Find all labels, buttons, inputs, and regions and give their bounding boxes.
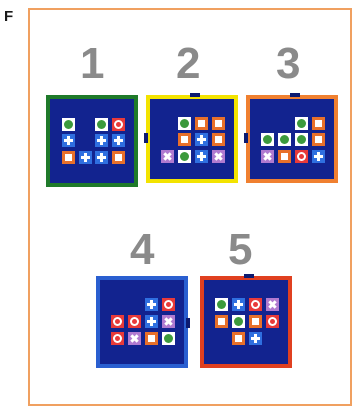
purple-x-tile bbox=[212, 150, 225, 163]
green-circle-tile bbox=[62, 118, 75, 131]
orange-square-tile bbox=[312, 133, 325, 146]
card-notch bbox=[244, 133, 248, 143]
purple-x-tile bbox=[261, 150, 274, 163]
blue-plus-tile bbox=[145, 315, 158, 328]
card-notch bbox=[190, 93, 200, 97]
blue-plus-tile bbox=[195, 150, 208, 163]
red-ring-tile bbox=[295, 150, 308, 163]
pattern-card-5 bbox=[200, 276, 292, 368]
pattern-card-4 bbox=[96, 276, 188, 368]
green-circle-tile bbox=[162, 332, 175, 345]
red-ring-tile bbox=[162, 298, 175, 311]
pattern-card-3 bbox=[246, 95, 338, 183]
blue-plus-tile bbox=[249, 332, 262, 345]
card-number-1: 1 bbox=[80, 42, 104, 86]
green-circle-tile bbox=[215, 298, 228, 311]
pattern-card-2 bbox=[146, 95, 238, 183]
red-ring-tile bbox=[111, 332, 124, 345]
orange-square-tile bbox=[212, 117, 225, 130]
purple-x-tile bbox=[162, 315, 175, 328]
blue-plus-tile bbox=[312, 150, 325, 163]
orange-square-tile bbox=[62, 151, 75, 164]
orange-square-tile bbox=[312, 117, 325, 130]
blue-plus-tile bbox=[195, 133, 208, 146]
card-number-3: 3 bbox=[276, 42, 300, 86]
green-circle-tile bbox=[278, 133, 291, 146]
green-circle-tile bbox=[295, 117, 308, 130]
green-circle-tile bbox=[232, 315, 245, 328]
blue-plus-tile bbox=[145, 298, 158, 311]
card-notch bbox=[290, 93, 300, 97]
orange-square-tile bbox=[232, 332, 245, 345]
blue-plus-tile bbox=[62, 134, 75, 147]
orange-square-tile bbox=[215, 315, 228, 328]
card-notch bbox=[144, 133, 148, 143]
purple-x-tile bbox=[161, 150, 174, 163]
blue-plus-tile bbox=[95, 134, 108, 147]
blue-plus-tile bbox=[95, 151, 108, 164]
green-circle-tile bbox=[295, 133, 308, 146]
panel-letter: F bbox=[4, 8, 13, 25]
card-number-5: 5 bbox=[228, 228, 252, 272]
card-notch bbox=[244, 274, 254, 278]
red-ring-tile bbox=[249, 298, 262, 311]
blue-plus-tile bbox=[79, 151, 92, 164]
orange-square-tile bbox=[195, 117, 208, 130]
red-ring-tile bbox=[266, 315, 279, 328]
orange-square-tile bbox=[178, 133, 191, 146]
green-circle-tile bbox=[178, 150, 191, 163]
card-notch bbox=[186, 318, 190, 328]
green-circle-tile bbox=[261, 133, 274, 146]
orange-square-tile bbox=[249, 315, 262, 328]
purple-x-tile bbox=[128, 332, 141, 345]
red-ring-tile bbox=[111, 315, 124, 328]
blue-plus-tile bbox=[112, 134, 125, 147]
red-ring-tile bbox=[112, 118, 125, 131]
green-circle-tile bbox=[178, 117, 191, 130]
orange-square-tile bbox=[212, 133, 225, 146]
orange-square-tile bbox=[145, 332, 158, 345]
green-circle-tile bbox=[95, 118, 108, 131]
pattern-card-1 bbox=[46, 95, 138, 187]
orange-square-tile bbox=[278, 150, 291, 163]
blue-plus-tile bbox=[232, 298, 245, 311]
orange-square-tile bbox=[112, 151, 125, 164]
red-ring-tile bbox=[128, 315, 141, 328]
purple-x-tile bbox=[266, 298, 279, 311]
card-number-4: 4 bbox=[130, 228, 154, 272]
card-number-2: 2 bbox=[176, 42, 200, 86]
